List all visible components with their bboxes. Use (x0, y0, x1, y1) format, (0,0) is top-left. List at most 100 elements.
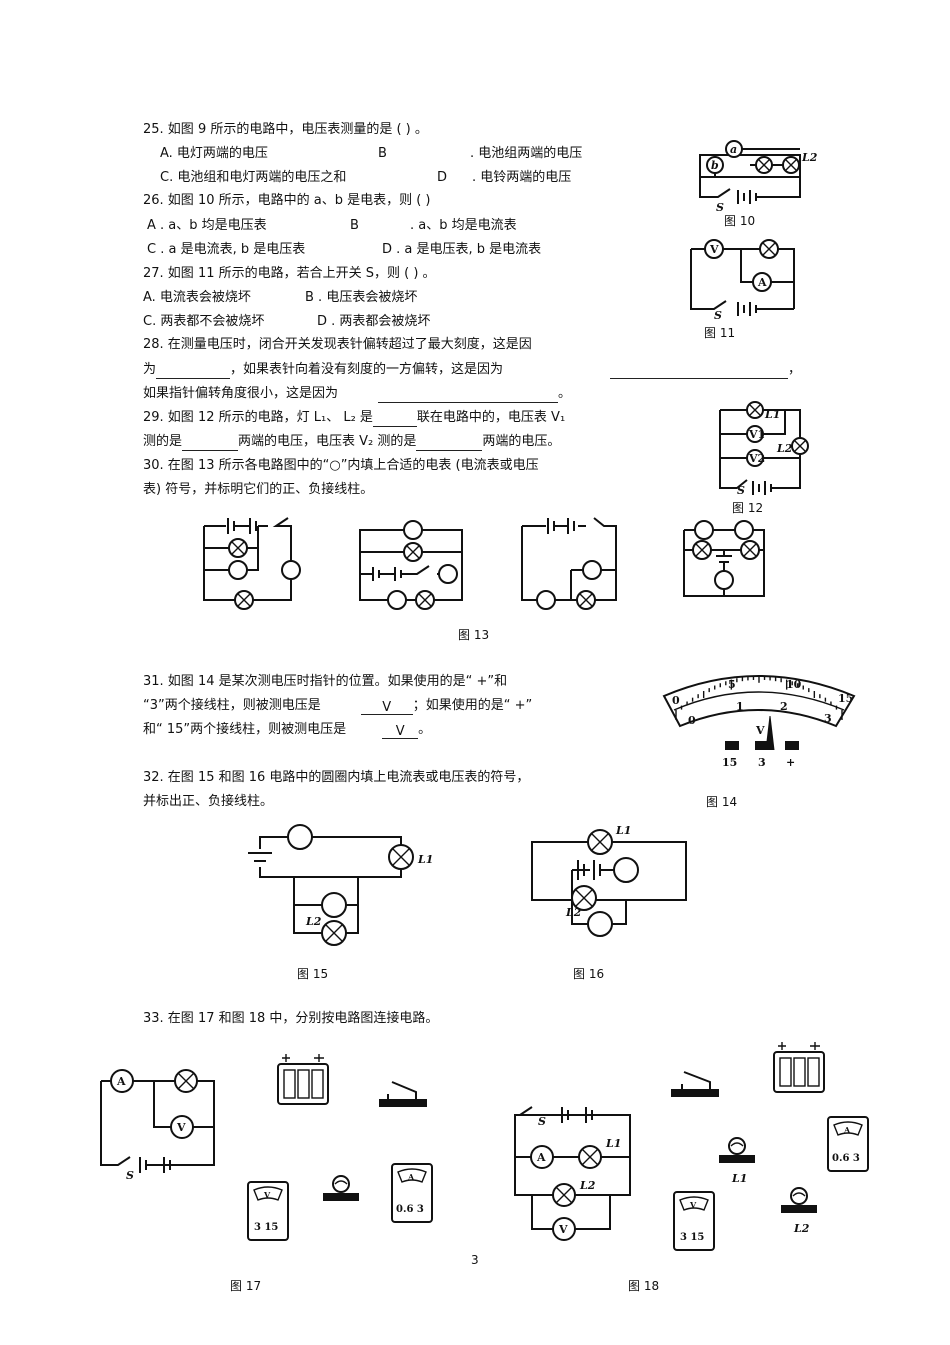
q29-line2-b: 两端的电压，电压表 V₂ 测的是 (238, 434, 417, 449)
lamp-l1-label: L1 (417, 853, 433, 866)
voltmeter-label: V (176, 1121, 186, 1134)
figure-17-schematic: A V S (100, 1069, 215, 1182)
terminal-plus: + (786, 756, 795, 769)
q27-option-b: B . 电压表会被烧坏 (305, 290, 418, 305)
q31-unit-1: V (382, 700, 392, 715)
lamp-l2-label: L2 (579, 1179, 596, 1192)
page-number: 3 (471, 1253, 479, 1267)
q25-stem: 25. 如图 9 所示的电路中，电压表测量的是 ( ) 。 (143, 122, 428, 137)
voltmeter-scale: 3 15 (254, 1222, 278, 1233)
figure-11-circuit: V A S (690, 239, 795, 322)
q28-line2-a: 为 (143, 362, 157, 377)
figure-16-circuit: L1 L2 (531, 824, 687, 937)
q28-blank-2[interactable] (610, 363, 788, 379)
lamp-l2-label: L2 (565, 906, 582, 919)
caption-fig12: 图 12 (732, 501, 764, 515)
q25-option-b: . 电池组两端的电压 (470, 146, 583, 161)
q29-line2-c: 两端的电压。 (482, 434, 561, 449)
lamp-l2-label: L2 (305, 915, 322, 928)
q33-line1: 33. 在图 17 和图 18 中，分别按电路图连接电路。 (143, 1011, 439, 1026)
voltmeter-dial-label: V (263, 1190, 271, 1200)
caption-fig14: 图 14 (706, 795, 738, 809)
figure-15-circuit: L1 L2 (248, 824, 433, 946)
lower-scale-3: 3 (824, 712, 832, 725)
q28-line2-c: ， (788, 362, 802, 377)
caption-fig16: 图 16 (573, 967, 605, 981)
caption-fig18: 图 18 (628, 1279, 660, 1293)
fig17-ammeter: A 0.6 3 (391, 1163, 433, 1223)
q27-stem: 27. 如图 11 所示的电路，若合上开关 S，则 ( ) 。 (143, 266, 436, 281)
q29-line1-b: 联在电路中的，电压表 V₁ (416, 410, 566, 425)
q25-option-d: . 电铃两端的电压 (472, 170, 572, 185)
q28-blank-3[interactable] (378, 387, 559, 403)
q29-line1-a: 29. 如图 12 所示的电路，灯 L₁、 L₂ 是 (143, 410, 373, 425)
lower-scale-0: 0 (688, 714, 696, 727)
voltmeter-scale: 3 15 (680, 1232, 704, 1243)
q27-option-a: A. 电流表会被烧坏 (143, 290, 251, 305)
q28-line3-a: 如果指针偏转角度很小，这是因为 (143, 386, 339, 401)
upper-scale-15: 15 (838, 692, 853, 705)
fig17-battery-pack (277, 1054, 329, 1105)
q26-option-b-letter: B (350, 218, 359, 233)
fig18-lamp-l2: L2 (781, 1187, 817, 1235)
meter-unit: V (755, 724, 765, 737)
q26-option-a: A . a、b 均是电压表 (147, 218, 267, 233)
caption-fig15: 图 15 (297, 967, 329, 981)
figure-10-circuit: a b L2 S (699, 140, 818, 214)
q29-line2-a: 测的是 (143, 434, 183, 449)
voltmeter-v2-label: V2 (748, 452, 765, 465)
q31-line3-c: 。 (418, 722, 432, 737)
caption-fig17: 图 17 (230, 1279, 262, 1293)
upper-scale-0: 0 (672, 694, 680, 707)
q28-line3: 如果指针偏转角度很小，这是因为。 (143, 385, 571, 403)
q31-line3: 和“ 15”两个接线柱，则被测电压是 V。 (143, 721, 431, 739)
q25-option-b-letter: B (378, 146, 387, 161)
q31-line1: 31. 如图 14 是某次测电压时指针的位置。如果使用的是“ +”和 (143, 674, 508, 689)
fig18-lamp-l1: L1 (719, 1137, 755, 1185)
q29-blank-2[interactable] (182, 435, 239, 451)
q30-line2: 表) 符号，并标明它们的正、负接线柱。 (143, 482, 374, 497)
lamp-l1-label: L1 (764, 408, 780, 421)
fig17-knife-switch (379, 1081, 427, 1107)
figure-14-meter: 0 5 10 15 0 1 2 3 V 15 3 + (662, 675, 856, 769)
q31-blank-2[interactable]: V (382, 723, 419, 739)
q32-line2: 并标出正、负接线柱。 (143, 794, 274, 809)
lower-scale-1: 1 (736, 700, 744, 713)
q28-blank-1[interactable] (156, 363, 231, 379)
ammeter-label: A (757, 276, 767, 289)
figure-18-schematic: S A L1 L2 V (514, 1106, 631, 1241)
q30-line1: 30. 在图 13 所示各电路图中的“○”内填上合适的电表 (电流表或电压 (143, 458, 539, 473)
voltmeter-label: V (709, 243, 719, 256)
figure-13d-circuit (683, 520, 765, 597)
fig18-voltmeter: V 3 15 (673, 1191, 715, 1251)
q25-option-a: A. 电灯两端的电压 (160, 146, 268, 161)
fig18-ammeter: A 0.6 3 (827, 1116, 869, 1172)
fig17-lamp-holder (323, 1175, 359, 1201)
ammeter-scale: 0.6 3 (396, 1204, 424, 1215)
q28-line1: 28. 在测量电压时，闭合开关发现表针偏转超过了最大刻度，这是因 (143, 337, 532, 352)
q27-option-d: D . 两表都会被烧坏 (317, 314, 431, 329)
meter-a-label: a (730, 143, 737, 156)
q31-line3-a: 和“ 15”两个接线柱，则被测电压是 (143, 722, 347, 737)
fig17-voltmeter: V 3 15 (247, 1181, 289, 1241)
meter-b-label: b (711, 159, 719, 172)
q28-line2-b: ，如果表针向着没有刻度的一方偏转，这是因为 (230, 362, 504, 377)
lamp-l1-label: L1 (615, 824, 631, 837)
ammeter-dial-label: A (843, 1125, 851, 1135)
caption-fig10: 图 10 (724, 214, 756, 228)
ammeter-scale: 0.6 3 (832, 1153, 860, 1164)
q29-blank-3[interactable] (416, 435, 483, 451)
q26-option-d: D . a 是电压表, b 是电流表 (382, 242, 542, 257)
caption-fig13: 图 13 (458, 628, 490, 642)
switch-s-label: S (716, 201, 724, 214)
q26-option-c: C . a 是电流表, b 是电压表 (147, 242, 306, 257)
q28-line2: 为 ，如果表针向着没有刻度的一方偏转，这是因为 (143, 361, 503, 379)
upper-scale-10: 10 (786, 678, 802, 691)
q25-option-c: C. 电池组和电灯两端的电压之和 (160, 170, 347, 185)
q31-line2-c: ；如果使用的是“ +” (412, 698, 533, 713)
q31-blank-1[interactable]: V (360, 699, 413, 715)
q25-option-d-letter: D (437, 170, 448, 185)
q29-blank-1[interactable] (372, 411, 417, 427)
terminal-3: 3 (758, 756, 766, 769)
